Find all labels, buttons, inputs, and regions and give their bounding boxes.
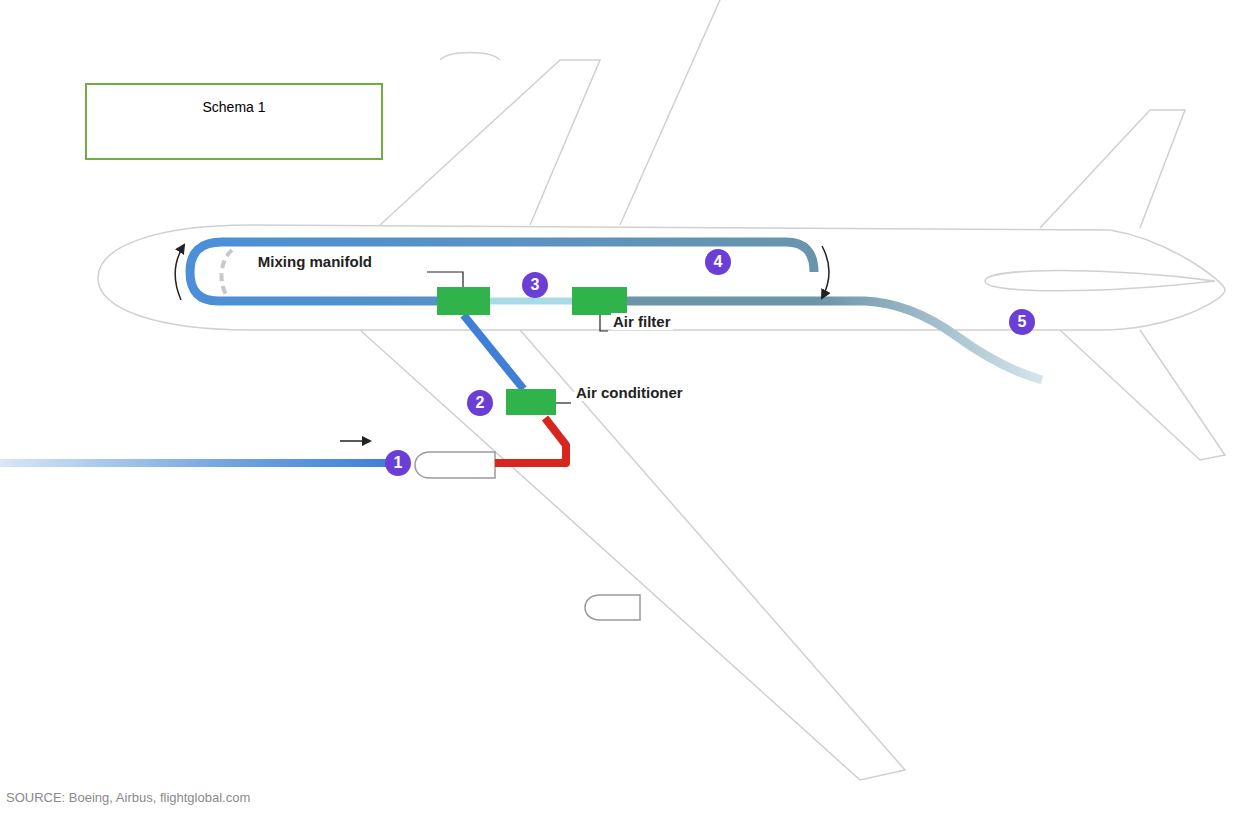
air-exhaust xyxy=(627,301,1042,380)
air-filter-box: Air filter xyxy=(572,287,627,315)
callout-number: 5 xyxy=(1018,313,1027,331)
engine-nacelle xyxy=(585,595,640,620)
callout-number: 5 xyxy=(1009,309,1035,335)
figure-title: Schema 1 xyxy=(202,99,265,115)
leader-line xyxy=(600,315,608,331)
source-caption: SOURCE: Boeing, Airbus, flightglobal.com xyxy=(6,790,250,805)
air-intake xyxy=(0,459,388,467)
part-label: Mixing manifold xyxy=(256,253,374,270)
leader-line xyxy=(556,402,571,403)
callout-number: 3 xyxy=(522,272,548,298)
engine-nacelle xyxy=(415,452,495,478)
air-duct xyxy=(490,298,572,305)
nose-dash xyxy=(222,250,233,302)
callout-number: 4 xyxy=(714,253,723,271)
leader-line xyxy=(427,272,463,287)
flow-arrow xyxy=(175,245,184,300)
tail-fin xyxy=(1040,110,1185,228)
part-label: Air filter xyxy=(611,313,673,330)
tail-stabilizer xyxy=(1060,330,1225,460)
part-label: Air conditioner xyxy=(574,384,685,401)
callout-number: 2 xyxy=(467,390,493,416)
figure-title-box: Schema 1 xyxy=(85,83,383,160)
fuselage xyxy=(98,225,1225,330)
air-conditioner-box: Air conditioner xyxy=(506,389,556,415)
callout-number: 2 xyxy=(476,394,485,412)
air-duct xyxy=(464,315,524,389)
tail-cone xyxy=(985,270,1215,290)
upper-wing xyxy=(380,60,600,225)
upper-engine xyxy=(440,53,500,61)
cabin-air-loop xyxy=(190,242,814,301)
lower-wing xyxy=(360,330,905,780)
callout-number: 4 xyxy=(705,249,731,275)
bleed-air-pipe xyxy=(495,418,566,463)
callout-number: 1 xyxy=(394,454,403,472)
flow-arrow xyxy=(822,246,829,298)
mixing-manifold-box: Mixing manifold xyxy=(437,287,490,315)
callout-number: 3 xyxy=(531,276,540,294)
upper-wing-edge xyxy=(620,0,720,225)
flow-arrow xyxy=(340,440,370,442)
callout-number: 1 xyxy=(385,450,411,476)
